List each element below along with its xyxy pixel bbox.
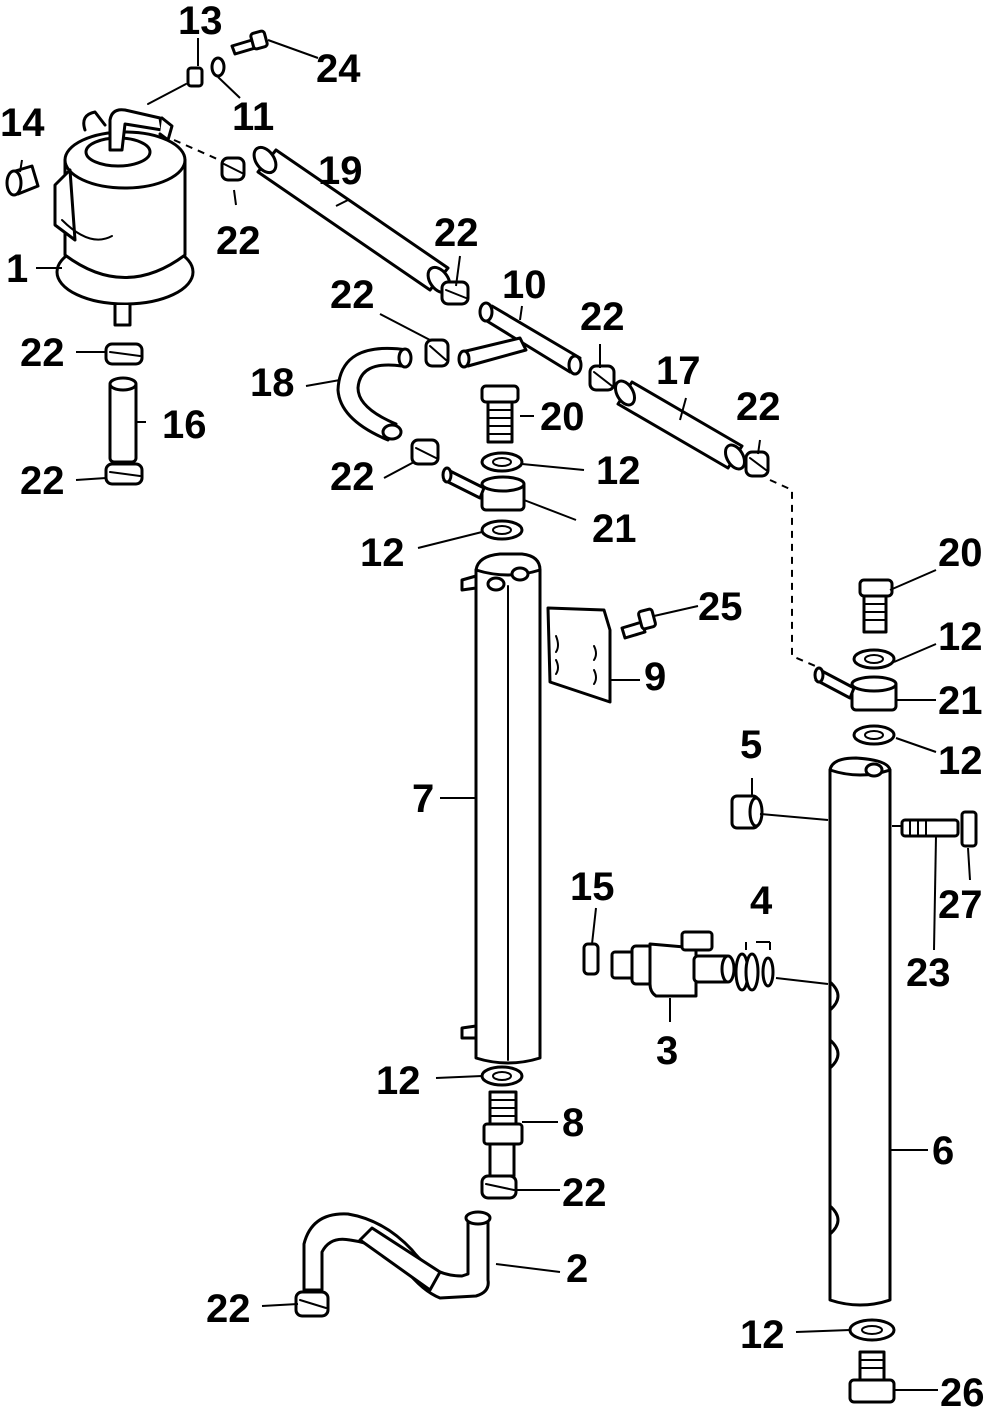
banjo-bolt-20	[480, 384, 520, 444]
washer-12	[480, 519, 524, 541]
hose-17	[614, 379, 746, 471]
fuel-rail-7	[460, 552, 542, 1065]
stud-23	[900, 818, 960, 838]
cap-5	[730, 794, 764, 830]
hose-clamp	[220, 156, 246, 182]
callout-22: 22	[330, 455, 375, 499]
bracket-9	[546, 606, 612, 704]
callout-14: 14	[0, 101, 45, 145]
hose-clamp	[588, 364, 616, 392]
callout-13: 13	[178, 0, 223, 43]
fuel-filter-canister	[53, 108, 195, 327]
fuel-rail-6	[828, 756, 892, 1307]
bolt-26	[848, 1350, 896, 1404]
callout-10: 10	[502, 263, 547, 307]
callout-27: 27	[938, 883, 983, 927]
hose-clamp	[104, 342, 144, 366]
o-rings-4	[734, 952, 775, 992]
callout-16: 16	[162, 403, 207, 447]
callout-12: 12	[740, 1313, 785, 1357]
callout-12: 12	[596, 449, 641, 493]
callout-12: 12	[376, 1059, 421, 1103]
callout-5: 5	[740, 723, 762, 767]
callout-22: 22	[562, 1171, 607, 1215]
callout-21: 21	[592, 507, 637, 551]
callout-22: 22	[330, 273, 375, 317]
callout-22: 22	[216, 219, 261, 263]
hose-clamp	[410, 438, 440, 466]
callout-22: 22	[20, 459, 65, 503]
callout-12: 12	[938, 739, 983, 783]
callout-12: 12	[938, 615, 983, 659]
nipple-13	[147, 66, 204, 105]
banjo-21	[813, 666, 898, 712]
hose-16	[108, 376, 138, 464]
callout-22: 22	[20, 331, 65, 375]
callout-20: 20	[938, 531, 983, 575]
hose-clamp	[480, 1174, 518, 1200]
fitting-8	[482, 1090, 524, 1178]
callout-2: 2	[566, 1247, 588, 1291]
callout-17: 17	[656, 349, 701, 393]
callout-12: 12	[360, 531, 405, 575]
callout-1: 1	[6, 247, 28, 291]
washer-12	[852, 648, 896, 670]
callout-22: 22	[736, 385, 781, 429]
callout-24: 24	[316, 47, 361, 91]
hose-clamp	[424, 338, 450, 368]
washer-12	[852, 724, 896, 746]
callout-11: 11	[232, 95, 274, 139]
callout-7: 7	[412, 777, 434, 821]
callout-6: 6	[932, 1129, 954, 1173]
callout-8: 8	[562, 1101, 584, 1145]
callout-23: 23	[906, 951, 951, 995]
callout-18: 18	[250, 361, 295, 405]
washer-11	[210, 56, 226, 78]
banjo-21	[441, 466, 526, 512]
bolt-24	[230, 29, 269, 56]
callout-9: 9	[644, 655, 666, 699]
hose-clamp	[104, 462, 144, 486]
bolt-25	[620, 607, 657, 640]
hose-clamp	[744, 450, 770, 478]
callout-26: 26	[940, 1371, 985, 1414]
fitting-10	[457, 301, 583, 376]
washer-12	[848, 1318, 896, 1342]
washer-12	[480, 451, 524, 473]
nut-27	[960, 810, 978, 848]
fuel-injector-3	[610, 930, 736, 998]
callout-20: 20	[540, 395, 585, 439]
banjo-bolt-20	[858, 578, 894, 634]
hose-clamp	[294, 1290, 330, 1318]
callout-15: 15	[570, 865, 615, 909]
callout-19: 19	[318, 149, 363, 193]
callout-25: 25	[698, 585, 743, 629]
callout-3: 3	[656, 1029, 678, 1073]
washer-12	[480, 1065, 524, 1087]
hose-clamp	[440, 280, 470, 306]
leader-lines	[19, 38, 971, 1391]
injector-seal-15	[582, 942, 600, 976]
cap-14	[5, 164, 40, 197]
callout-22: 22	[580, 295, 625, 339]
hose-2	[302, 1210, 492, 1300]
callout-4: 4	[750, 879, 773, 923]
callout-22: 22	[434, 211, 479, 255]
hose-18	[336, 346, 413, 442]
callout-22: 22	[206, 1287, 251, 1331]
callout-21: 21	[938, 679, 983, 723]
